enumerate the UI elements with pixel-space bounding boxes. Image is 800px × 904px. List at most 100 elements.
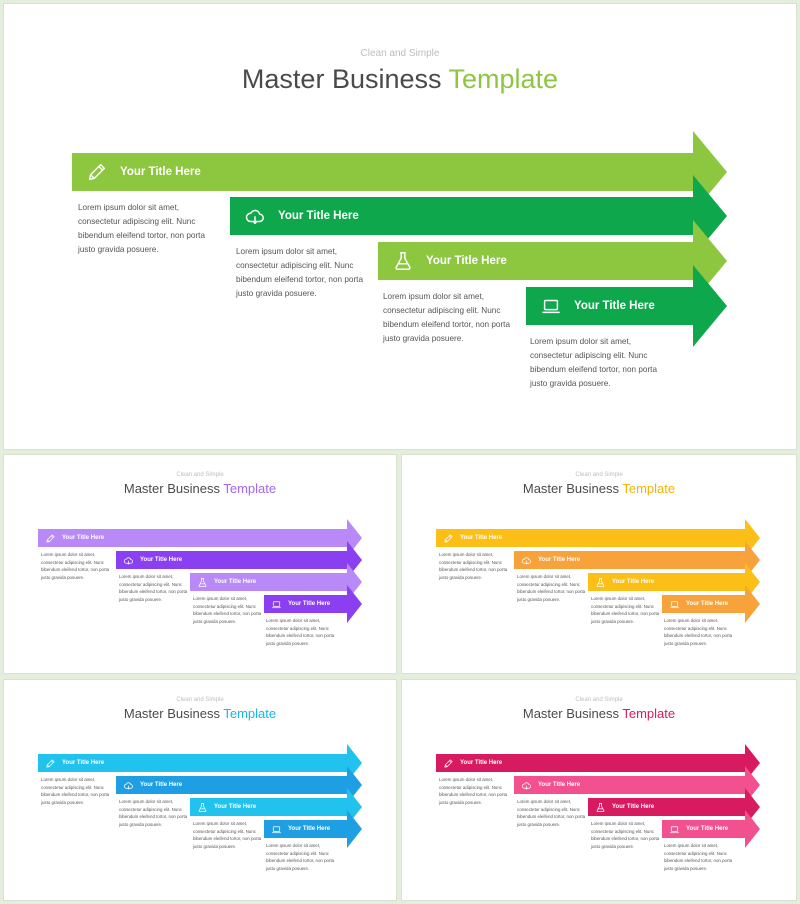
arrow-content: Your Title Here <box>514 555 580 566</box>
arrow-body <box>588 573 746 591</box>
laptop-icon <box>540 295 562 317</box>
arrow-title: Your Title Here <box>288 601 331 607</box>
item-description-3: Lorem ipsum dolor sit amet,consectetur a… <box>193 595 261 625</box>
arrow-content: Your Title Here <box>378 250 507 272</box>
description-line: Lorem ipsum dolor sit amet, <box>591 596 646 601</box>
item-description-3: Lorem ipsum dolor sit amet,consectetur a… <box>193 820 261 850</box>
arrow-band-3: Your Title Here <box>588 563 761 601</box>
arrow-band-3: Your Title Here <box>190 563 363 601</box>
arrow-body <box>436 754 746 772</box>
description-line: bibendum eleifend tortor, non porta <box>119 814 188 820</box>
arrow-content: Your Title Here <box>230 205 359 227</box>
slide-title-accent: Template <box>223 481 277 496</box>
arrow-body <box>436 529 746 547</box>
description-line: justo gravida posuere. <box>517 596 561 602</box>
arrow-content: Your Title Here <box>116 555 182 566</box>
description-line: Lorem ipsum dolor sit amet, <box>266 843 321 848</box>
description-line: Lorem ipsum dolor sit amet, <box>591 821 646 826</box>
description-line: consectetur adipiscing elit. Nunc <box>517 581 580 587</box>
arrow-content: Your Title Here <box>190 802 256 813</box>
arrow-title: Your Title Here <box>214 579 257 585</box>
cloud-icon <box>123 555 134 566</box>
arrow-body <box>38 529 348 547</box>
arrow-band-1: Your Title Here <box>436 744 761 782</box>
slide-title-main: Master Business <box>241 64 442 94</box>
description-line: justo gravida posuere. <box>41 574 85 580</box>
laptop-icon <box>669 824 680 835</box>
description-line: bibendum eleifend tortor, non porta <box>266 858 335 864</box>
arrow-body <box>116 776 348 794</box>
arrow-band-4: Your Title Here <box>662 585 761 623</box>
description-line: consectetur adipiscing elit. Nunc <box>664 850 727 856</box>
description-line: justo gravida posuere. <box>119 596 163 602</box>
item-description-2: Lorem ipsum dolor sit amet, consectetur a… <box>517 798 585 828</box>
description-line: justo gravida posuere. <box>236 289 317 299</box>
description-line: Lorem ipsum dolor sit amet, <box>78 203 180 212</box>
description-line: Lorem ipsum dolor sit amet, <box>383 292 485 301</box>
item-description-1: Lorem ipsum dolor sit amet,consectetur a… <box>41 776 109 806</box>
description-line: justo gravida posuere. <box>193 843 237 849</box>
arrow-title: Your Title Here <box>460 760 503 766</box>
description-line: bibendum eleifend tortor, non porta <box>664 858 733 864</box>
slide-title-main: Master Business <box>123 481 220 496</box>
arrow-body <box>72 153 694 191</box>
item-description-1: Lorem ipsum dolor sit amet,consectetur a… <box>439 776 507 806</box>
arrow-band-3: Your Title Here <box>378 220 728 302</box>
item-description-2: Lorem ipsum dolor sit amet,consectetur a… <box>119 798 187 828</box>
slide-title: Master Business Template <box>4 706 396 721</box>
cloud-icon <box>521 780 532 791</box>
description-line: consectetur adipiscing elit. Nunc <box>530 351 648 361</box>
description-line: bibendum eleifend tortor, non porta <box>383 320 510 330</box>
slide-subtitle: Clean and Simple <box>176 472 224 478</box>
pencil-icon <box>45 533 56 544</box>
arrow-content: Your Title Here <box>264 824 330 835</box>
item-description-3: Lorem ipsum dolor sit amet, consectetur a… <box>383 290 510 346</box>
arrow-body <box>662 595 746 613</box>
item-description-1: Lorem ipsum dolor sit amet,consectetur a… <box>439 551 507 581</box>
description-line: consectetur adipiscing elit. Nunc <box>383 306 501 316</box>
description-line: Lorem ipsum dolor sit amet, <box>41 777 96 782</box>
arrow-content: Your Title Here <box>436 758 502 769</box>
flask-icon <box>392 250 414 272</box>
description-line: justo gravida posuere. <box>119 821 163 827</box>
slide-title-main: Master Business <box>522 706 619 721</box>
slide-subtitle: Clean and Simple <box>360 48 440 59</box>
description-line: justo gravida posuere. <box>383 334 464 344</box>
description-line: bibendum eleifend tortor, non porta <box>439 567 508 573</box>
arrow-content: Your Title Here <box>662 824 728 835</box>
arrow-body <box>526 287 694 325</box>
arrow-head <box>745 585 760 623</box>
laptop-icon <box>271 824 282 835</box>
description-line: justo gravida posuere. <box>439 799 483 805</box>
arrow-band-1: Your Title Here <box>436 519 761 557</box>
description-line: bibendum eleifend tortor, non porta <box>193 836 262 842</box>
arrow-body <box>190 573 348 591</box>
description-line: Lorem ipsum dolor sit amet, <box>439 552 494 557</box>
arrow-content: Your Title Here <box>588 802 654 813</box>
description-line: Lorem ipsum dolor sit amet, <box>664 843 719 848</box>
description-line: bibendum eleifend tortor, non porta <box>193 611 262 617</box>
description-line: bibendum eleifend tortor, non porta <box>591 836 660 842</box>
item-description-2: Lorem ipsum dolor sit amet,consectetur a… <box>119 573 187 603</box>
arrow-band-4: Your Title Here <box>662 810 761 848</box>
description-line: consectetur adipiscing elit. Nunc <box>41 559 104 565</box>
item-description-3: Lorem ipsum dolor sit amet,consectetur a… <box>591 820 659 850</box>
description-line: Lorem ipsum dolor sit amet, <box>517 799 572 804</box>
item-description-4: Lorem ipsum dolor sit amet, consectetur a… <box>266 842 334 872</box>
slide-subtitle: Clean and Simple <box>176 697 224 703</box>
arrow-title: Your Title Here <box>612 804 655 810</box>
laptop-icon <box>271 599 282 610</box>
flask-icon <box>197 577 208 588</box>
description-line: justo gravida posuere. <box>439 574 483 580</box>
description-line: consectetur adipiscing elit. Nunc <box>266 850 329 856</box>
description-line: Lorem ipsum dolor sit amet, <box>236 247 338 256</box>
cloud-icon <box>244 205 266 227</box>
description-line: bibendum eleifend tortor, non porta <box>439 792 508 798</box>
slide-title: Master Business Template <box>4 481 396 496</box>
pencil-icon <box>443 533 454 544</box>
arrow-body <box>264 595 348 613</box>
arrow-head <box>347 810 362 848</box>
description-line: consectetur adipiscing elit. Nunc <box>517 806 580 812</box>
arrow-band-1: Your Title Here <box>72 131 728 213</box>
